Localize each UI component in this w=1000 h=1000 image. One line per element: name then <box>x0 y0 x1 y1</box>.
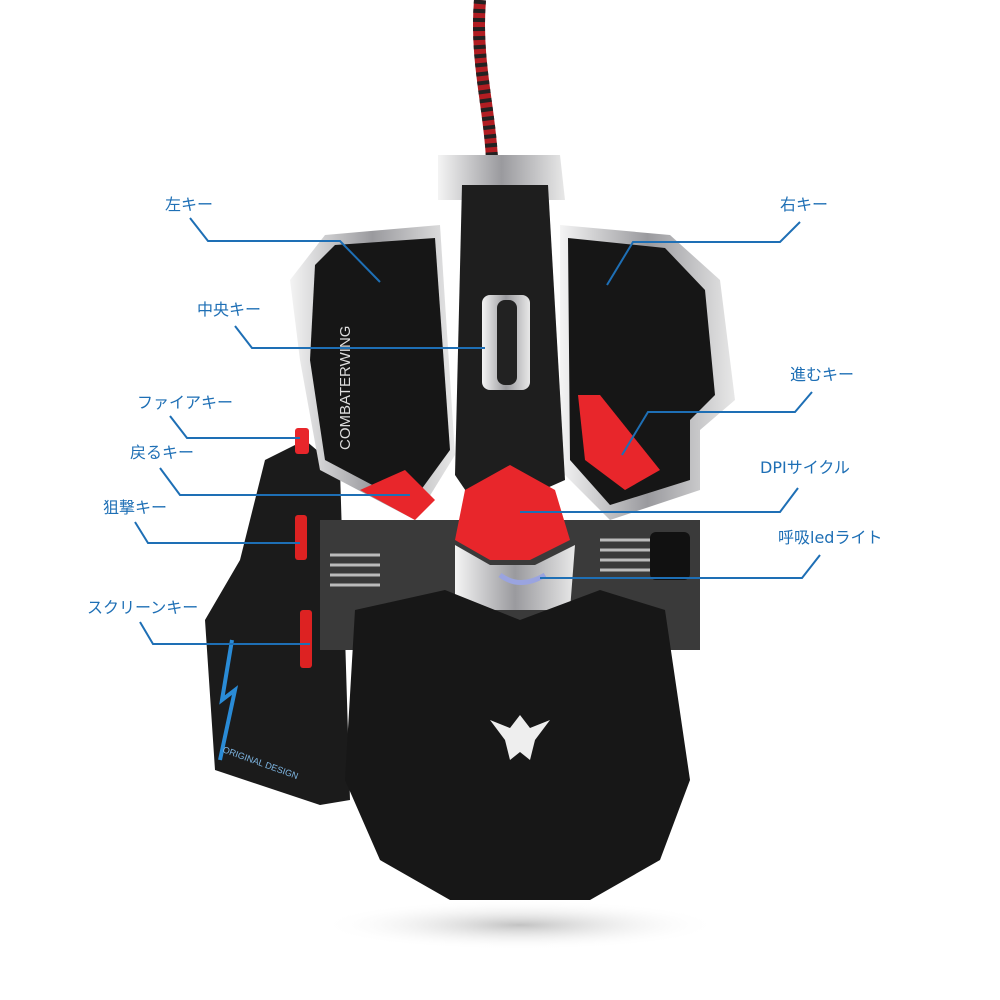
label-left-key: 左キー <box>165 195 214 214</box>
leader-forward-key <box>621 391 813 456</box>
sniper-button <box>295 515 307 560</box>
label-breathing-led: 呼吸ledライト <box>778 528 883 547</box>
leader-dpi-cycle <box>520 487 799 513</box>
leader-right-key <box>606 221 801 286</box>
label-middle-key: 中央キー <box>197 300 262 319</box>
screen-button <box>300 610 312 668</box>
leader-back-key <box>159 467 410 496</box>
label-screen-key: スクリーンキー <box>87 598 199 617</box>
scroll-wheel <box>497 300 517 385</box>
leader-fire-key <box>169 415 300 439</box>
label-fire-key: ファイアキー <box>137 393 234 412</box>
label-dpi-cycle: DPIサイクル <box>760 458 850 477</box>
thumb-led-stripe <box>218 639 239 761</box>
leader-breathing-led <box>540 554 821 579</box>
thumb-rest <box>205 440 350 805</box>
label-sniper-key: 狙撃キー <box>103 498 168 517</box>
label-right-key: 右キー <box>780 195 829 214</box>
drop-shadow <box>320 900 720 950</box>
dpi-button <box>455 465 570 560</box>
leader-left-key <box>189 217 381 283</box>
leader-middle-key <box>234 325 485 349</box>
logo-icon <box>490 715 550 760</box>
label-forward-key: 進むキー <box>790 365 855 384</box>
leader-sniper-key <box>134 521 300 544</box>
forward-button <box>578 395 660 490</box>
leader-lines <box>134 217 821 645</box>
fire-button <box>295 428 309 454</box>
left-button <box>310 238 450 505</box>
brand-text: COMBATERWING <box>337 326 354 450</box>
leader-screen-key <box>139 621 310 645</box>
led-housing <box>455 545 575 610</box>
label-back-key: 戻るキー <box>130 443 195 462</box>
